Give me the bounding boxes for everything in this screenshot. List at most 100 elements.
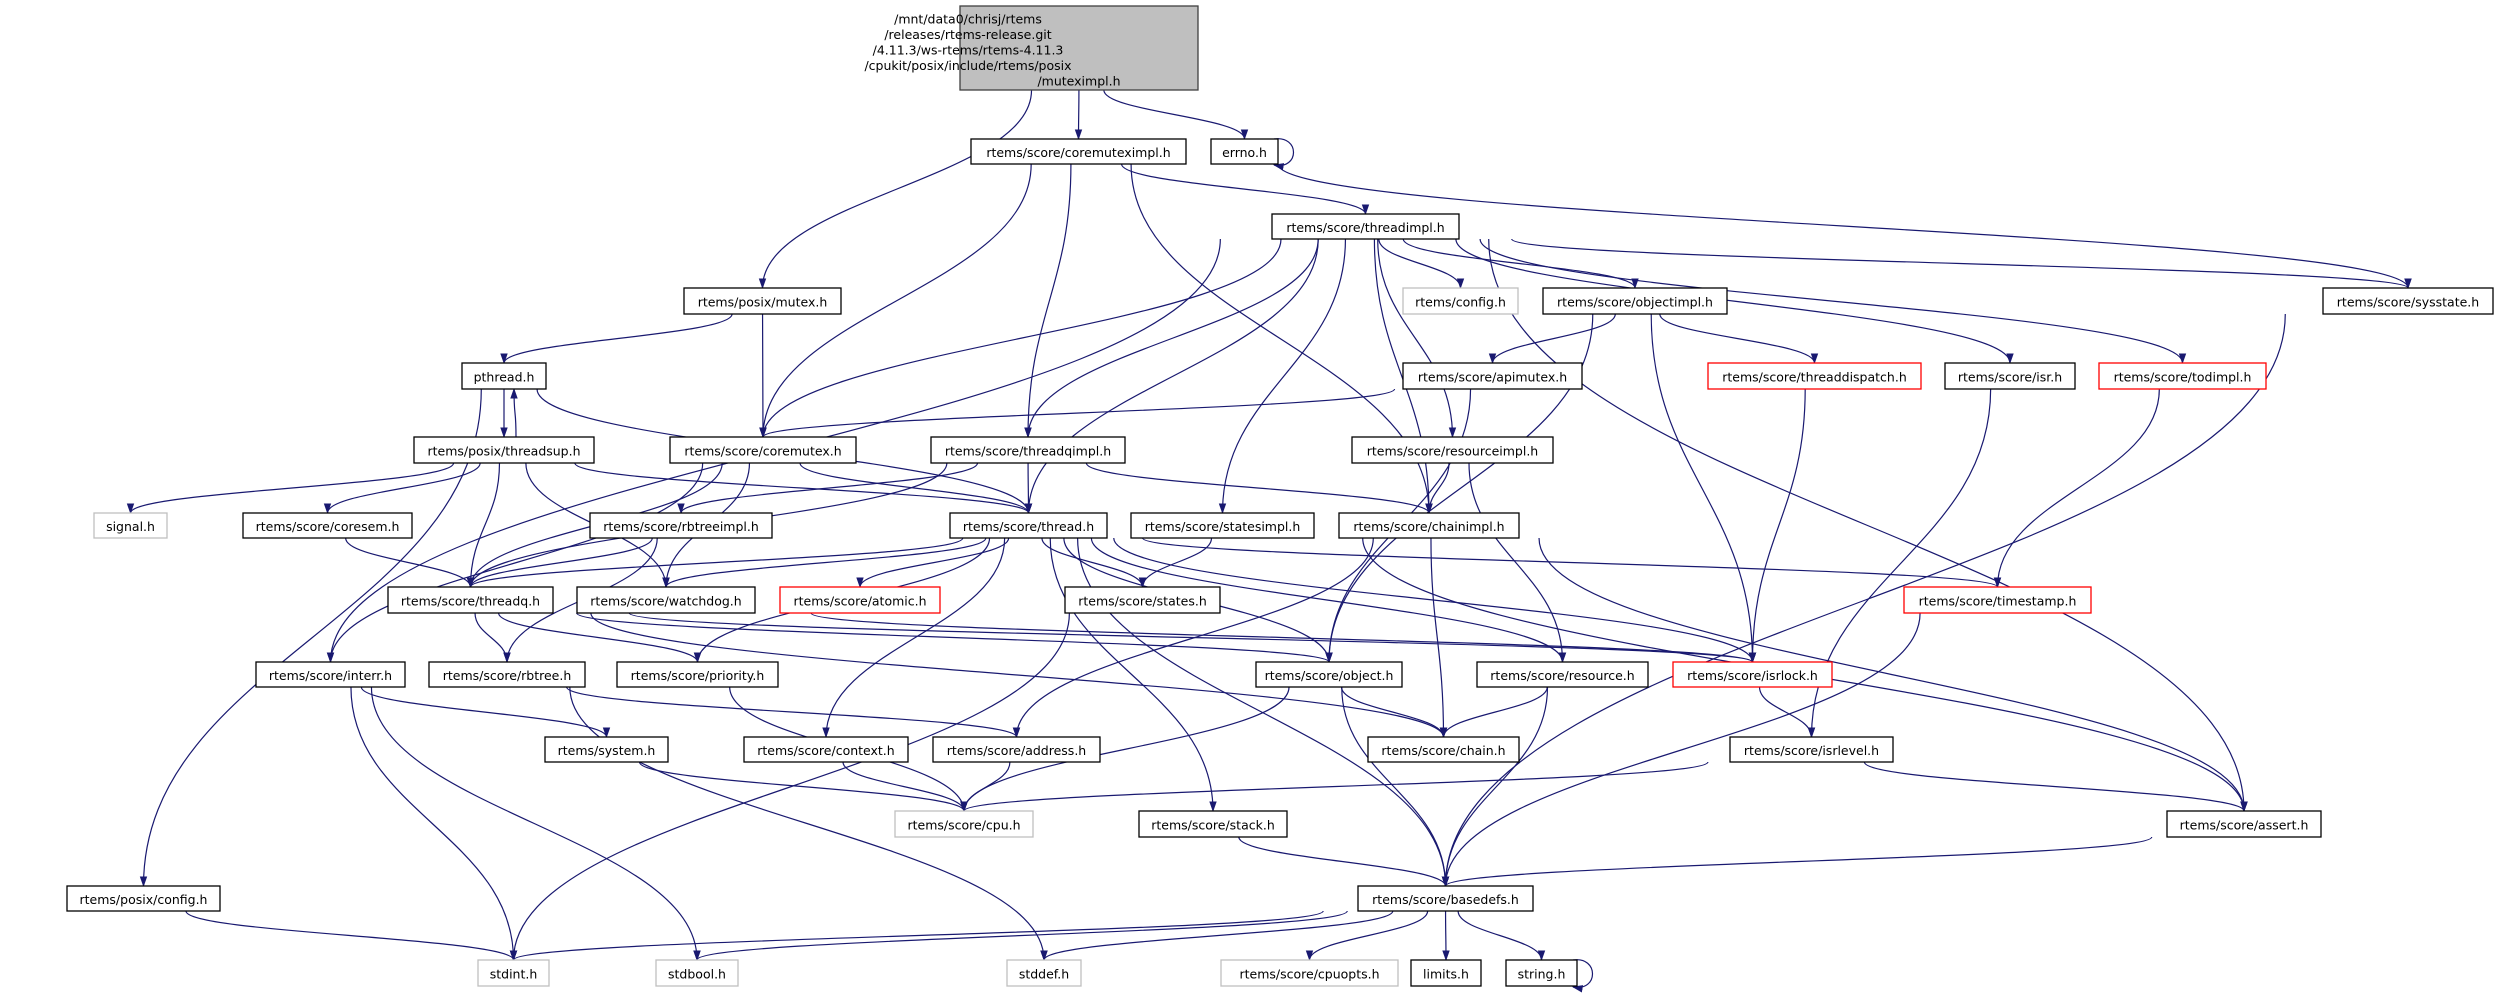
node-label: rtems/score/chain.h xyxy=(1381,743,1505,758)
node-box xyxy=(1367,736,1520,763)
edge-threadq-to-rbtree xyxy=(474,612,511,664)
node-signal[interactable]: signal.h xyxy=(93,512,168,539)
node-states[interactable]: rtems/score/states.h xyxy=(1064,586,1221,614)
edge-threadsup-to-coresem xyxy=(323,462,481,515)
edge-todimpl-to-timestamp xyxy=(1993,388,2160,589)
edge-states-to-stdint xyxy=(509,612,1070,962)
node-atomic[interactable]: rtems/score/atomic.h xyxy=(779,586,941,614)
edge-watchdog-to-isrlock xyxy=(810,612,1756,664)
node-label: rtems/score/sysstate.h xyxy=(2337,295,2479,310)
node-label: rtems/score/rbtree.h xyxy=(443,668,572,683)
node-label: stdbool.h xyxy=(668,967,726,982)
node-resource[interactable]: rtems/score/resource.h xyxy=(1476,661,1649,688)
edge-interr-to-system xyxy=(360,686,611,739)
node-box xyxy=(2098,362,2267,390)
node-string[interactable]: string.h xyxy=(1505,959,1578,987)
node-pthread[interactable]: pthread.h xyxy=(461,362,547,390)
node-box xyxy=(970,138,1187,165)
edge-threadimpl-to-coremutex xyxy=(759,238,1282,439)
node-label: rtems/score/object.h xyxy=(1265,668,1394,683)
edge-objectimpl-to-apimutex xyxy=(1488,313,1616,365)
node-box xyxy=(2322,287,2494,315)
edge-address-to-cpu xyxy=(960,761,1011,813)
node-context[interactable]: rtems/score/context.h xyxy=(743,736,909,763)
node-errno[interactable]: errno.h xyxy=(1210,138,1279,165)
node-box xyxy=(894,810,1034,838)
node-basedefs[interactable]: rtems/score/basedefs.h xyxy=(1357,885,1534,912)
node-address[interactable]: rtems/score/address.h xyxy=(932,736,1101,763)
node-isr[interactable]: rtems/score/isr.h xyxy=(1944,362,2076,390)
node-root[interactable]: /mnt/data0/chrisj/rtems/releases/rtems-r… xyxy=(864,5,1199,91)
edge-threadimpl-to-statesimpl xyxy=(1218,238,1347,515)
node-sysstate[interactable]: rtems/score/sysstate.h xyxy=(2322,287,2494,315)
edge-threadimpl-to-thread xyxy=(1024,238,1319,515)
node-rbtree[interactable]: rtems/score/rbtree.h xyxy=(428,661,586,688)
node-threadq[interactable]: rtems/score/threadq.h xyxy=(387,586,554,614)
node-threadimpl[interactable]: rtems/score/threadimpl.h xyxy=(1271,213,1460,240)
edge-basedefs-to-stdint xyxy=(510,910,1324,962)
node-object[interactable]: rtems/score/object.h xyxy=(1255,661,1403,688)
node-resourceimpl[interactable]: rtems/score/resourceimpl.h xyxy=(1351,436,1554,464)
edge-rbtreeimpl-to-threadq xyxy=(466,537,653,589)
node-isrlock[interactable]: rtems/score/isrlock.h xyxy=(1672,661,1833,688)
edge-thread-to-timestamp xyxy=(1142,537,2001,589)
node-coresem[interactable]: rtems/score/coresem.h xyxy=(242,512,413,539)
node-todimpl[interactable]: rtems/score/todimpl.h xyxy=(2098,362,2267,390)
node-threadqimpl[interactable]: rtems/score/threadqimpl.h xyxy=(930,436,1126,464)
node-box xyxy=(93,512,168,539)
node-threaddispatch[interactable]: rtems/score/threaddispatch.h xyxy=(1707,362,1922,390)
node-box xyxy=(779,586,941,614)
node-objectimpl[interactable]: rtems/score/objectimpl.h xyxy=(1542,287,1728,315)
node-thread[interactable]: rtems/score/thread.h xyxy=(949,512,1108,539)
node-label: string.h xyxy=(1518,967,1566,982)
node-limits[interactable]: limits.h xyxy=(1410,959,1482,987)
node-threadsup[interactable]: rtems/posix/threadsup.h xyxy=(413,436,595,464)
node-statesimpl[interactable]: rtems/score/statesimpl.h xyxy=(1130,512,1315,539)
node-box xyxy=(576,586,756,614)
node-box xyxy=(242,512,413,539)
node-coremutex[interactable]: rtems/score/coremutex.h xyxy=(669,436,857,464)
node-timestamp[interactable]: rtems/score/timestamp.h xyxy=(1903,586,2092,614)
node-chain[interactable]: rtems/score/chain.h xyxy=(1367,736,1520,763)
node-watchdog[interactable]: rtems/score/watchdog.h xyxy=(576,586,756,614)
node-apimutex[interactable]: rtems/score/apimutex.h xyxy=(1402,362,1583,390)
node-coremuteximpl[interactable]: rtems/score/coremuteximpl.h xyxy=(970,138,1187,165)
node-posixconfig[interactable]: rtems/posix/config.h xyxy=(66,885,221,912)
node-label: rtems/score/coresem.h xyxy=(256,519,400,534)
node-stdint[interactable]: stdint.h xyxy=(477,959,550,987)
node-rbtreeimpl[interactable]: rtems/score/rbtreeimpl.h xyxy=(589,512,773,539)
edge-thread-to-stack xyxy=(1049,537,1217,813)
edge-root-to-mutex xyxy=(758,89,1033,290)
node-box xyxy=(66,885,221,912)
node-interr[interactable]: rtems/score/interr.h xyxy=(255,661,406,688)
node-box xyxy=(616,661,779,688)
edge-basedefs-to-stddef xyxy=(1040,910,1394,962)
node-mutex[interactable]: rtems/posix/mutex.h xyxy=(683,287,842,315)
edge-coremuteximpl-to-sysstate xyxy=(1277,163,2412,290)
node-assert[interactable]: rtems/score/assert.h xyxy=(2166,810,2322,838)
node-cpu[interactable]: rtems/score/cpu.h xyxy=(894,810,1034,838)
edge-threadimpl-to-assert xyxy=(1488,238,2248,813)
node-label: rtems/system.h xyxy=(558,743,656,758)
node-box xyxy=(932,736,1101,763)
node-stdbool[interactable]: stdbool.h xyxy=(655,959,739,987)
node-cpuopts[interactable]: rtems/score/cpuopts.h xyxy=(1220,959,1399,987)
edge-errno-to-errno xyxy=(1272,138,1295,171)
edge-threadqimpl-to-rbtreeimpl xyxy=(677,462,979,515)
node-box xyxy=(1210,138,1279,165)
node-box xyxy=(477,959,550,987)
edge-threadimpl-to-sysstate xyxy=(1511,238,2412,290)
node-stack[interactable]: rtems/score/stack.h xyxy=(1138,810,1288,838)
node-priority[interactable]: rtems/score/priority.h xyxy=(616,661,779,688)
edge-root-to-errno xyxy=(1103,89,1249,141)
edge-thread-to-atomic xyxy=(856,537,1010,589)
edge-resourceimpl-to-resource xyxy=(1468,462,1567,664)
node-box xyxy=(255,661,406,688)
node-stddef[interactable]: stddef.h xyxy=(1006,959,1082,987)
node-system[interactable]: rtems/system.h xyxy=(544,736,669,763)
node-chainimpl[interactable]: rtems/score/chainimpl.h xyxy=(1338,512,1520,539)
edge-interr-to-stdbool xyxy=(370,686,701,962)
node-config[interactable]: rtems/config.h xyxy=(1402,287,1519,315)
node-isrlevel[interactable]: rtems/score/isrlevel.h xyxy=(1729,736,1894,763)
node-box xyxy=(1903,586,2092,614)
